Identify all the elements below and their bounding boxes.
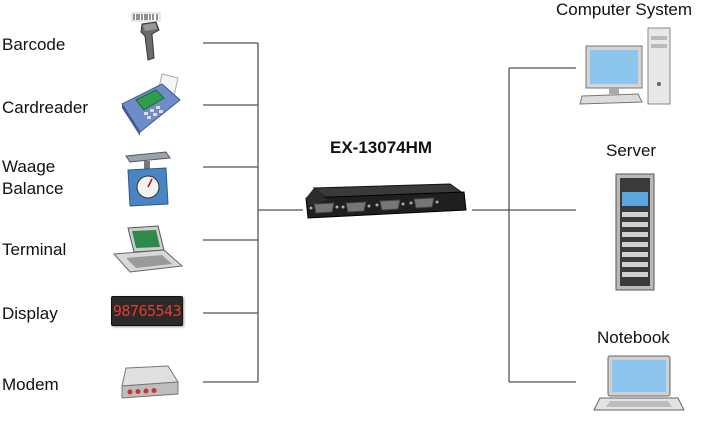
barcode-scanner-icon	[131, 12, 161, 61]
label-notebook: Notebook	[597, 328, 670, 347]
display-digits: 98765543	[112, 302, 182, 320]
notebook-laptop-icon	[593, 355, 685, 411]
label-waage-balance: Waage Balance	[2, 157, 64, 198]
label-modem: Modem	[2, 375, 59, 394]
label-display: Display	[2, 304, 58, 323]
serial-hub-device-icon	[305, 183, 467, 219]
label-server: Server	[606, 141, 657, 160]
scale-icon	[125, 151, 171, 207]
terminal-icon	[112, 225, 184, 273]
hub-model-title: EX-13074HM	[330, 138, 433, 157]
modem-icon	[121, 365, 179, 399]
card-reader-icon	[121, 73, 181, 136]
label-terminal: Terminal	[2, 240, 67, 259]
label-cardreader: Cardreader	[2, 98, 88, 117]
label-computer-system: Computer System	[556, 0, 693, 19]
label-barcode: Barcode	[2, 35, 66, 54]
led-display-icon: 98765543	[111, 296, 183, 326]
server-rack-icon	[615, 173, 655, 291]
computer-system-icon	[579, 27, 671, 105]
